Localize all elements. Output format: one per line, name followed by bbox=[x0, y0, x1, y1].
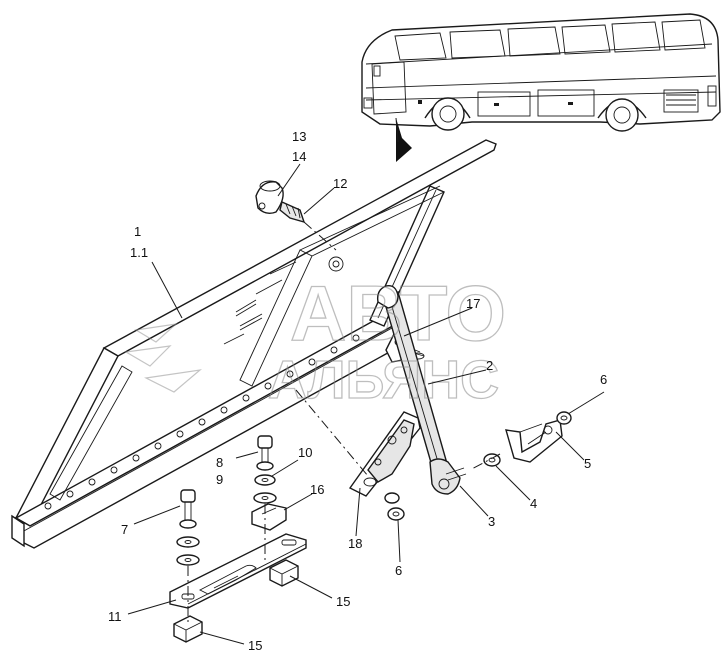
bus-illustration bbox=[361, 13, 721, 162]
callout-7: 7 bbox=[121, 522, 128, 537]
callout-3: 3 bbox=[488, 514, 495, 529]
callout-4: 4 bbox=[530, 496, 537, 511]
callout-16: 16 bbox=[310, 482, 324, 497]
callout-6-lower: 6 bbox=[395, 563, 402, 578]
callout-10: 10 bbox=[298, 445, 312, 460]
callout-17: 17 bbox=[466, 296, 480, 311]
nut-washer-lower bbox=[384, 492, 405, 521]
callout-1: 1 bbox=[134, 224, 141, 239]
bracket-right bbox=[483, 411, 572, 467]
callout-13: 13 bbox=[292, 129, 306, 144]
callout-15-left: 15 bbox=[248, 638, 262, 653]
callout-15-right: 15 bbox=[336, 594, 350, 609]
callout-2: 2 bbox=[486, 358, 493, 373]
callout-11: 11 bbox=[108, 609, 122, 624]
watermark-line1: АВТО bbox=[290, 269, 506, 357]
flap-frame bbox=[11, 139, 497, 549]
callout-18: 18 bbox=[348, 536, 362, 551]
callout-5: 5 bbox=[584, 456, 591, 471]
callout-9: 9 bbox=[216, 472, 223, 487]
watermark: АВТО АЛЬЯНС bbox=[124, 268, 507, 411]
leader-lines bbox=[127, 163, 605, 645]
callout-8: 8 bbox=[216, 455, 223, 470]
hinge-knuckles bbox=[44, 334, 360, 510]
flap-bolts bbox=[223, 256, 344, 345]
bolt-stack-upper bbox=[251, 435, 287, 531]
knob-assembly bbox=[255, 180, 337, 251]
watermark-line2: АЛЬЯНС bbox=[268, 350, 499, 410]
callouts: 13 14 12 1 1.1 17 2 6 5 8 9 10 16 4 7 3 … bbox=[108, 129, 607, 653]
callout-1-1: 1.1 bbox=[130, 245, 148, 260]
base-plate bbox=[169, 533, 307, 643]
gas-strut bbox=[376, 285, 467, 495]
center-lines bbox=[187, 389, 501, 624]
callout-14: 14 bbox=[292, 149, 306, 164]
bolt-stack-lower bbox=[176, 489, 200, 566]
callout-6-upper: 6 bbox=[600, 372, 607, 387]
callout-12: 12 bbox=[333, 176, 347, 191]
